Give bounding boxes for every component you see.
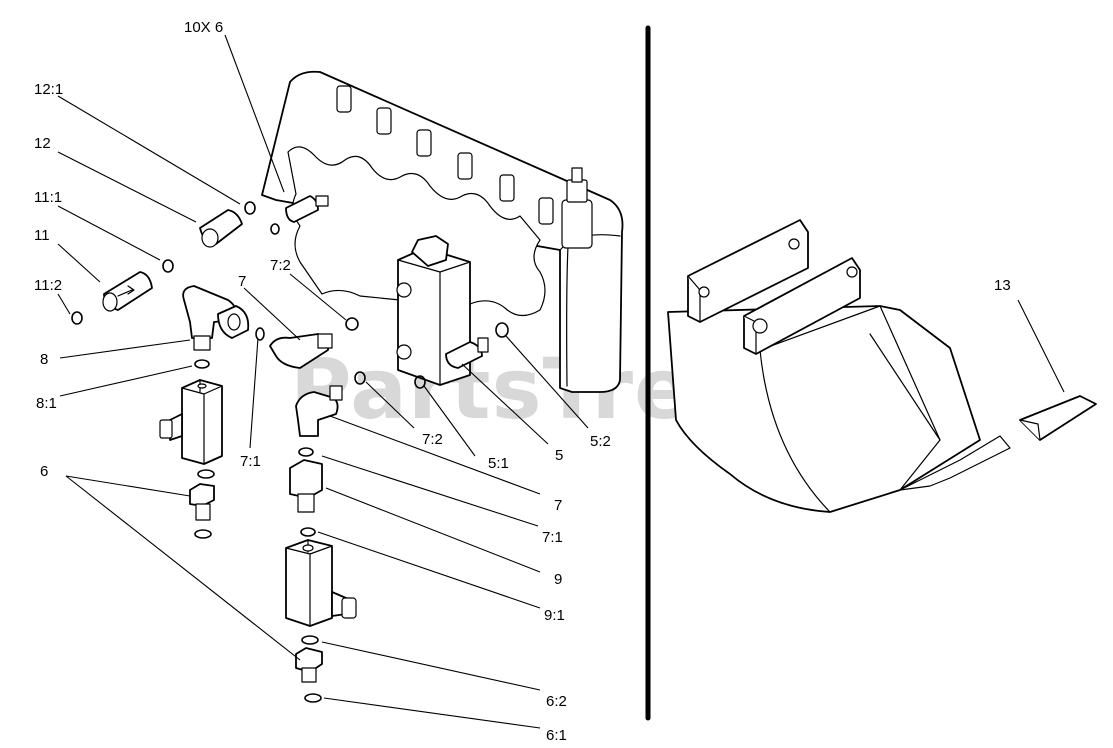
callout-8: 8 (40, 351, 48, 368)
fitting-5 (445, 337, 489, 369)
callout-11-2: 11:2 (34, 277, 62, 294)
elbow-7-top (269, 333, 333, 369)
callout-11-1: 11:1 (34, 189, 62, 206)
callout-7-1-left: 7:1 (240, 453, 261, 470)
callout-8-1: 8:1 (36, 395, 57, 412)
callout-11: 11 (34, 227, 50, 244)
fitting-12 (199, 209, 243, 248)
callout-7-mid: 7 (554, 497, 562, 514)
callout-9-1: 9:1 (544, 607, 565, 624)
valve-body (261, 70, 624, 393)
fitting-6-lower (295, 647, 323, 683)
oring-7-1-left (255, 327, 265, 341)
relief-valve (561, 167, 593, 249)
callout-5-1: 5:1 (488, 455, 509, 472)
oring-5-1 (414, 375, 426, 389)
callout-6: 6 (40, 463, 48, 480)
callout-5-2: 5:2 (590, 433, 611, 450)
oring-6-2 (301, 635, 319, 645)
nut-7-left (217, 305, 250, 339)
tooth-13 (1019, 395, 1097, 441)
oring-5-2 (495, 322, 509, 338)
gasket-plate (287, 146, 546, 317)
elbow-7-mid (295, 385, 343, 437)
callout-5: 5 (555, 447, 563, 464)
oring-6-left-top (197, 469, 215, 479)
oring-10x6 (270, 223, 280, 235)
callout-10x6: 10X 6 (184, 19, 223, 36)
tee-block-lower (285, 539, 357, 627)
callout-6-1: 6:1 (546, 727, 567, 744)
oring-11-2 (71, 311, 83, 325)
tee-block-left (159, 379, 223, 465)
leader-lines (57, 34, 1065, 729)
oring-9-1 (300, 527, 316, 537)
callout-12: 12 (34, 135, 51, 152)
oring-6-left-bottom (194, 529, 212, 539)
callout-12-1: 12:1 (34, 81, 63, 98)
callout-7-2-top: 7:2 (270, 257, 291, 274)
callout-7-1-mid: 7:1 (542, 529, 563, 546)
oring-12-1 (244, 201, 256, 215)
callout-7-top: 7 (238, 273, 246, 290)
callout-13: 13 (994, 277, 1011, 294)
fitting-9 (289, 459, 323, 513)
callout-7-2-mid: 7:2 (422, 431, 443, 448)
oring-7-1-mid (298, 447, 314, 457)
oring-7-2-top (345, 317, 359, 331)
oring-11-1 (162, 259, 174, 273)
callout-labels: 10X 6 12:1 12 11:1 11 11:2 7 7:2 8 8:1 7… (34, 19, 1011, 744)
check-valve-11 (102, 271, 153, 312)
bucket (667, 219, 1011, 513)
callout-9: 9 (554, 571, 562, 588)
oring-7-2-mid (354, 371, 366, 385)
oring-6-1 (304, 693, 322, 703)
fitting-10x6 (285, 195, 329, 223)
valve-spools (336, 85, 554, 225)
callout-6-2: 6:2 (546, 693, 567, 710)
fitting-6-left (189, 483, 215, 521)
oring-8-1 (194, 359, 210, 369)
